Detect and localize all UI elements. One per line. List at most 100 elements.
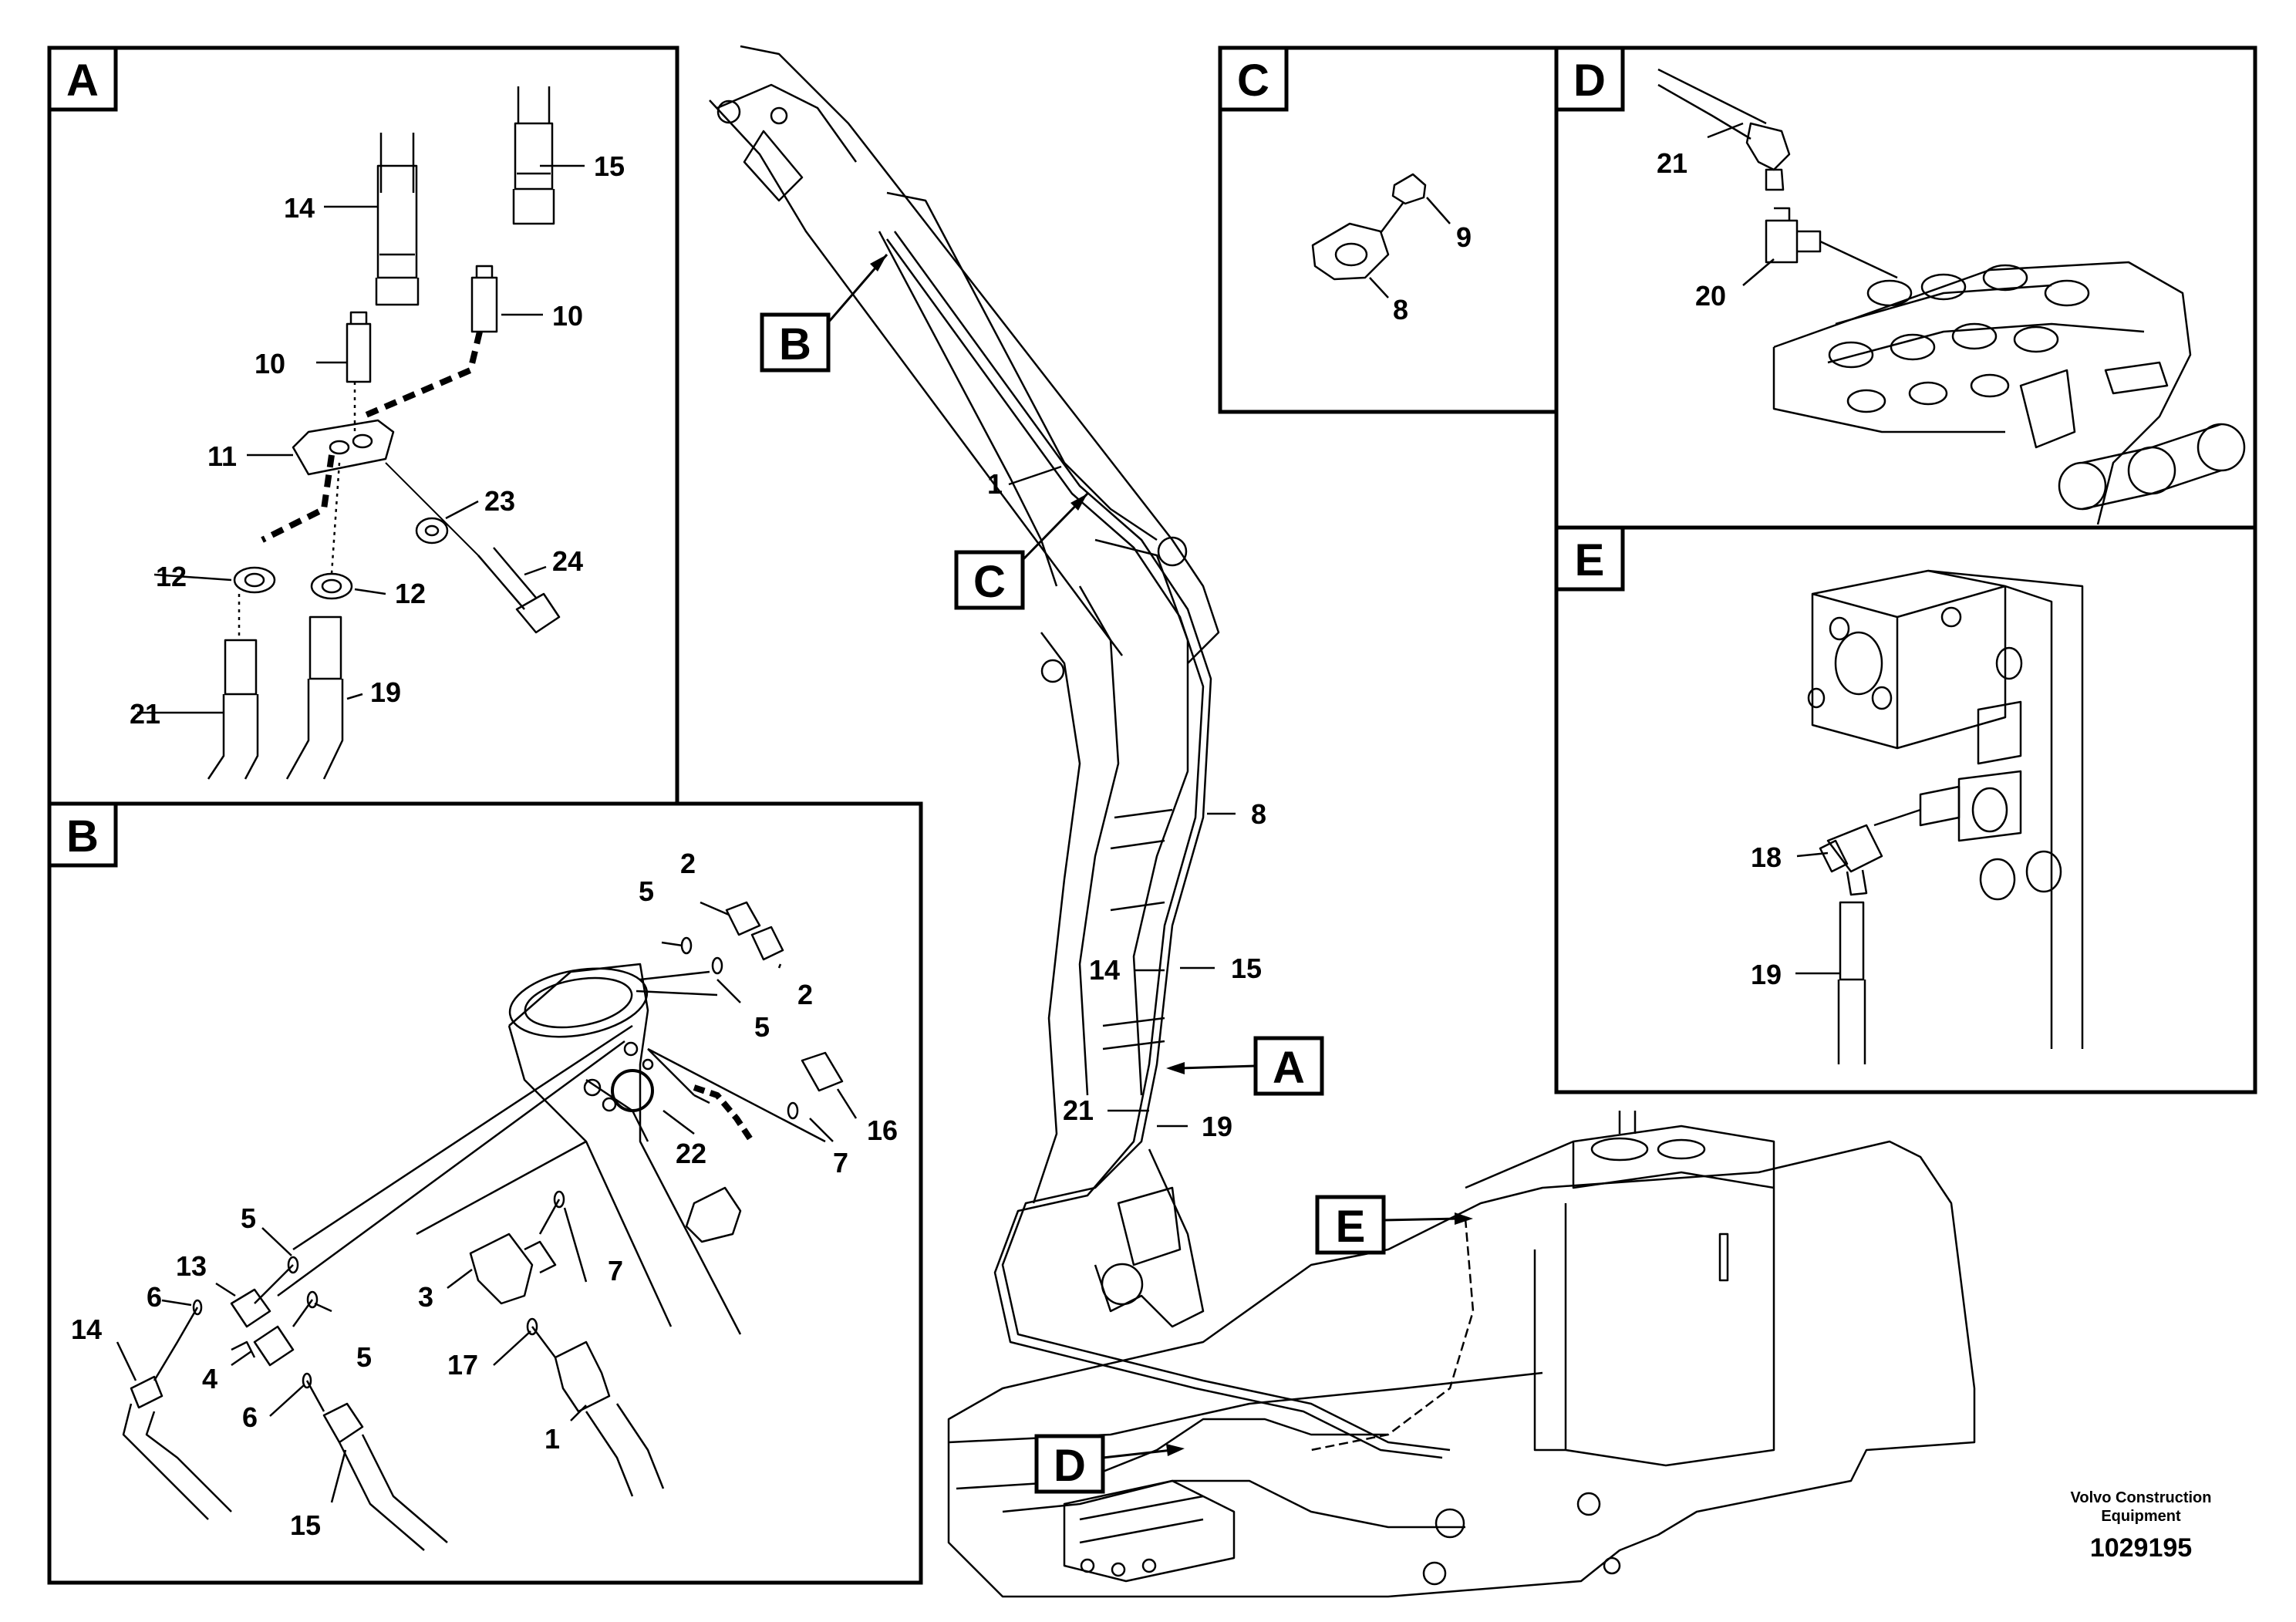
main-tag-c[interactable]: C	[954, 550, 1025, 610]
panel-b-cap-2-mid	[750, 926, 784, 961]
footer: Volvo Construction Equipment 1029195	[2071, 1489, 2212, 1563]
panel-a-hose-14	[376, 133, 418, 279]
hydraulic-tank	[1465, 1125, 1775, 1467]
panel-a-callout-14: 14	[284, 192, 315, 224]
control-valve-main	[1063, 1479, 1236, 1583]
panel-c-screw-9	[1380, 173, 1427, 234]
main-tag-a[interactable]: A	[1253, 1036, 1324, 1096]
panel-b: B	[47, 801, 923, 1585]
panel-a-callout-10a: 10	[552, 300, 583, 332]
panel-a-callout-11: 11	[207, 440, 237, 472]
hose-run-1	[893, 231, 1451, 1452]
main-callout-19: 19	[1202, 1111, 1232, 1142]
main-callout-14: 14	[1089, 954, 1120, 986]
panel-d-frame	[1554, 46, 2257, 530]
panel-e-callout-18: 18	[1751, 841, 1782, 873]
panel-a-nut-12-left	[233, 566, 276, 594]
panel-a-callout-21: 21	[130, 698, 160, 730]
hose-run-2	[1310, 1218, 1475, 1452]
panel-d-callout-21: 21	[1657, 147, 1687, 179]
panel-b-callout-13: 13	[176, 1250, 207, 1282]
panel-a-bracket-11	[292, 419, 395, 476]
panel-a-bolt-24	[477, 547, 561, 634]
panel-b-hose-1	[554, 1340, 665, 1497]
excavator-main-view	[709, 45, 1976, 1598]
panel-d-control-valve	[1772, 261, 2192, 525]
panel-b-callout-5a: 5	[639, 875, 654, 907]
panel-c: C 9 8	[1218, 46, 1559, 414]
panel-d-tag	[1554, 46, 1625, 112]
panel-b-callout-7a: 7	[833, 1147, 848, 1179]
panel-a-hose-21	[207, 639, 259, 780]
panel-a-callout-24: 24	[552, 545, 583, 577]
panel-c-letter: C	[1237, 56, 1269, 106]
main-callouts: 1 8 14 15 21 19	[987, 465, 1266, 1142]
panel-b-fitting-13	[230, 1288, 271, 1328]
leader-tag-d	[1102, 1448, 1173, 1459]
panel-b-callout-4: 4	[202, 1363, 217, 1394]
panel-a-hose-19	[285, 615, 344, 780]
panel-b-callout-6a: 6	[147, 1281, 162, 1313]
panel-a-tag	[47, 46, 118, 112]
main-callout-15: 15	[1231, 953, 1262, 984]
panel-b-oring-22	[611, 1069, 654, 1112]
main-callout-8: 8	[1251, 798, 1266, 830]
panel-d-callout-20: 20	[1695, 280, 1726, 312]
brand-line-1: Volvo Construction	[2071, 1489, 2212, 1506]
panel-a-washer-23	[415, 517, 449, 545]
main-tag-d-letter: D	[1054, 1441, 1086, 1491]
panel-a-callout-15: 15	[594, 150, 625, 182]
leader-tag-e	[1383, 1217, 1460, 1222]
panel-d: D 21 20	[1554, 46, 2257, 530]
panel-a: A	[47, 46, 679, 806]
panel-e: E 18 19	[1554, 525, 2257, 1094]
panel-d-letter: D	[1573, 56, 1606, 106]
panel-a-frame	[47, 46, 679, 806]
boom-mid-outline	[886, 191, 1158, 541]
panel-b-callout-22: 22	[676, 1138, 706, 1169]
panel-e-port-1	[1977, 700, 2022, 765]
panel-b-hose-14	[122, 1375, 232, 1520]
panel-b-callout-5d: 5	[356, 1341, 372, 1373]
brand-line-2: Equipment	[2101, 1508, 2181, 1525]
leader-tag-a	[1179, 1064, 1256, 1070]
panel-b-callout-14: 14	[71, 1313, 102, 1345]
main-tag-e[interactable]: E	[1315, 1195, 1386, 1255]
panel-b-plug	[685, 1186, 742, 1243]
drawing-number: 1029195	[2090, 1533, 2192, 1563]
main-callout-21: 21	[1063, 1094, 1094, 1126]
panel-b-hose-15	[322, 1402, 448, 1551]
panel-e-tee-18	[1819, 824, 1883, 896]
panel-b-callout-6b: 6	[242, 1401, 258, 1433]
panel-e-letter: E	[1575, 535, 1605, 585]
panel-b-callout-16: 16	[867, 1114, 898, 1146]
panel-b-union-4	[231, 1325, 295, 1367]
panel-a-callout-19: 19	[370, 676, 401, 708]
panel-b-callout-5b: 5	[754, 1011, 770, 1043]
main-tag-a-letter: A	[1273, 1043, 1305, 1093]
panel-b-tag	[47, 801, 118, 868]
panel-b-callout-1: 1	[544, 1423, 560, 1455]
panel-a-nut-12-right	[310, 572, 353, 600]
main-callout-1: 1	[987, 468, 1003, 500]
panel-b-callout-17: 17	[447, 1349, 478, 1381]
panel-e-tag	[1554, 525, 1625, 592]
main-tag-d[interactable]: D	[1034, 1434, 1105, 1494]
panel-e-frame	[1554, 525, 2257, 1094]
panel-a-callout-10b: 10	[255, 348, 285, 379]
panel-b-callout-15: 15	[290, 1509, 321, 1541]
panel-b-cap-16	[801, 1051, 844, 1092]
panel-d-tee-20	[1765, 207, 1822, 264]
panel-c-callout-9: 9	[1456, 221, 1472, 253]
main-tag-e-letter: E	[1336, 1202, 1366, 1252]
panel-b-callout-2b: 2	[797, 979, 813, 1010]
main-tag-b-letter: B	[779, 319, 811, 369]
panel-c-tag	[1218, 46, 1289, 112]
main-tag-b[interactable]: B	[760, 312, 831, 373]
panel-b-callout-3: 3	[418, 1281, 433, 1313]
panel-a-callout-12b: 12	[395, 578, 426, 609]
panel-b-elbow-3	[469, 1233, 534, 1305]
panel-a-hose-15	[514, 86, 554, 191]
main-tag-c-letter: C	[973, 557, 1006, 607]
panel-c-clamp-8	[1311, 222, 1390, 281]
